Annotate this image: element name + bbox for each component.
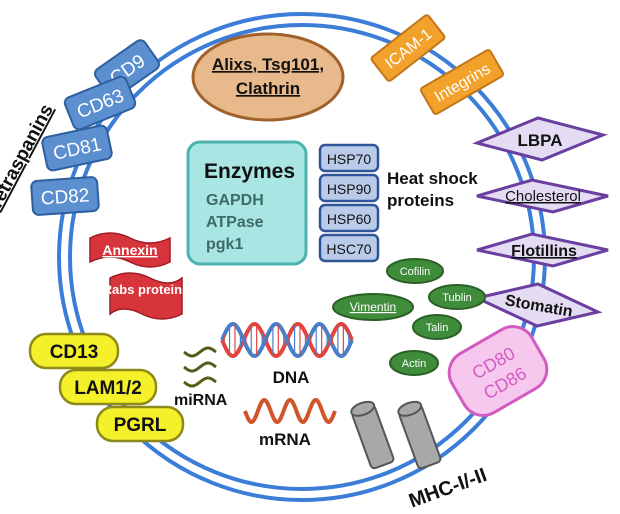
tetraspanins-group: Tetraspanins CD9 CD63 CD81 CD82: [0, 39, 160, 216]
tublin-marker: Tublin: [428, 284, 486, 310]
enzyme-pgk1: pgk1: [206, 236, 243, 253]
rabs-banner: Rabs proteins: [103, 272, 190, 320]
rabs-label: Rabs proteins: [103, 282, 190, 297]
icam-1-box: ICAM-1: [370, 14, 446, 82]
actin-marker: Actin: [389, 350, 439, 376]
tetraspanin-cd81: CD81: [41, 124, 113, 172]
lam12-label: LAM1/2: [74, 378, 142, 399]
cholesterol-label: Cholesterol: [505, 188, 581, 205]
lipid-raft-markers: LBPA Cholesterol Flotillins Stomatin: [472, 116, 609, 328]
vimentin-label: Vimentin: [350, 300, 396, 314]
stomatin-marker: Stomatin: [472, 282, 603, 328]
mirna-label: miRNA: [174, 392, 228, 409]
pgrl-marker: PGRL: [95, 405, 185, 443]
tetraspanin-cd82: CD82: [30, 176, 100, 216]
heat-shock-label-line-1: Heat shock: [387, 169, 478, 188]
enzyme-gapdh: GAPDH: [206, 192, 264, 209]
dna-label: DNA: [273, 368, 310, 387]
cd13-label: CD13: [50, 342, 99, 363]
mhc-cylinder-icon: [350, 400, 395, 470]
heat-shock-label-line-2: proteins: [387, 191, 454, 210]
cofilin-label: Cofilin: [400, 266, 431, 278]
escrt-line-2: Clathrin: [236, 79, 300, 98]
annexin-label: Annexin: [102, 242, 157, 258]
cholesterol-marker: Cholesterol: [476, 178, 609, 214]
hsp60-label: HSP60: [327, 211, 372, 227]
hsp90-label: HSP90: [327, 181, 372, 197]
hsp60-box: HSP60: [318, 203, 380, 233]
dna-helix-icon: [220, 321, 354, 359]
nucleic-acids: DNA miRNA mRNA: [174, 321, 354, 449]
enzymes-title: Enzymes: [204, 160, 295, 183]
tetraspanin-cd82-label: CD82: [40, 185, 90, 209]
costimulatory-marker: CD80 CD86: [447, 325, 549, 417]
flotillins-label: Flotillins: [511, 243, 577, 260]
hsp90-box: HSP90: [318, 173, 380, 203]
pgrl-label: PGRL: [114, 415, 167, 436]
heat-shock-proteins: HSP70 HSP90 HSP60 HSC70 Heat shock prote…: [318, 143, 478, 263]
hsc70-label: HSC70: [326, 241, 371, 257]
hsc70-box: HSC70: [318, 233, 380, 263]
lbpa-marker: LBPA: [472, 116, 608, 162]
talin-marker: Talin: [412, 314, 462, 340]
enzyme-atpase: ATPase: [206, 214, 264, 231]
mrna-label: mRNA: [259, 430, 311, 449]
cd13-marker: CD13: [28, 332, 120, 370]
mhc-cylinder-icon: [397, 400, 442, 470]
lbpa-label: LBPA: [517, 131, 562, 150]
lam12-marker: LAM1/2: [58, 368, 158, 406]
annexin-banner: Annexin: [89, 232, 171, 268]
vimentin-marker: Vimentin: [332, 293, 414, 321]
cytoskeleton-proteins: Cofilin Tublin Vimentin Talin Actin: [332, 258, 486, 376]
tublin-label: Tublin: [442, 292, 472, 304]
flotillins-marker: Flotillins: [476, 232, 609, 268]
escrt-line-1: Alixs, Tsg101,: [212, 55, 324, 74]
mirna-strands-icon: [183, 346, 217, 388]
hsp70-box: HSP70: [318, 143, 380, 173]
yellow-markers: CD13 LAM1/2 PGRL: [28, 332, 185, 443]
escrt-proteins: Alixs, Tsg101, Clathrin: [191, 32, 345, 122]
hsp70-label: HSP70: [327, 151, 372, 167]
mrna-strand-icon: [243, 397, 337, 425]
annexin-group: Annexin Rabs proteins: [89, 232, 190, 320]
actin-label: Actin: [402, 358, 426, 370]
enzymes-group: Enzymes GAPDH ATPase pgk1: [186, 140, 308, 266]
talin-label: Talin: [426, 322, 449, 334]
cofilin-marker: Cofilin: [386, 258, 444, 284]
